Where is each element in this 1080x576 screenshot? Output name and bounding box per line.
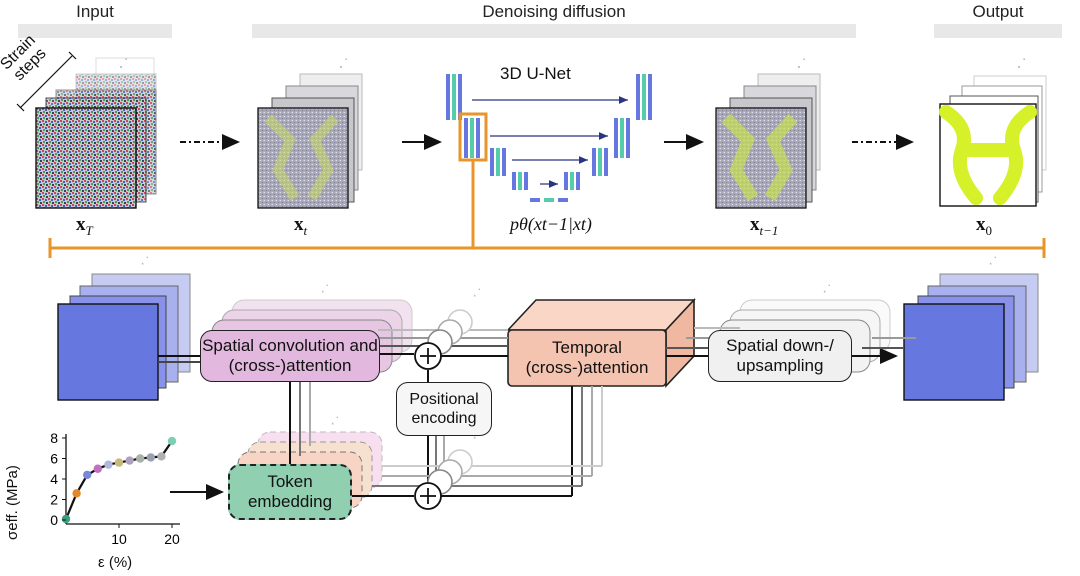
svg-text:·˙: ·˙ [472, 287, 483, 304]
chart-point [157, 452, 166, 461]
chart-point [72, 489, 81, 498]
positional-encoding-block: Positional encoding [396, 382, 492, 436]
label-x-t1-sub: t−1 [759, 222, 779, 238]
zoom-bracket [48, 160, 1046, 258]
plus-circles-top: ·˙ [414, 287, 483, 370]
chart-point [61, 514, 71, 524]
strain-steps-bracket [16, 51, 77, 112]
label-x-t-sub: t [303, 222, 308, 238]
chart-point [136, 454, 145, 463]
label-x-T: xT [76, 214, 93, 239]
y-tick-label: 2 [50, 492, 58, 508]
svg-text:·˙: ·˙ [822, 283, 833, 300]
svg-text:·˙: ·˙ [988, 255, 999, 272]
stress-strain-chart: 0 2 4 6 8 10 20 [50, 430, 180, 547]
svg-text:·˙: ·˙ [320, 283, 331, 300]
left-feature-stack: ·˙ [57, 255, 191, 401]
chart-point [146, 453, 155, 462]
label-x-T-symbol: x [76, 214, 86, 235]
svg-text:·˙: ·˙ [118, 56, 130, 76]
chart-point [114, 458, 124, 467]
chart-point [83, 470, 92, 480]
right-feature-stack: ·˙ [903, 255, 1039, 401]
label-x-t1-symbol: x [750, 214, 760, 235]
label-x-t: xt [294, 214, 307, 239]
output-header-bar [934, 24, 1062, 38]
xt-stack: ·˙ [257, 56, 363, 209]
svg-text:·˙: ·˙ [796, 56, 808, 76]
stress-strain-curve [64, 440, 173, 520]
label-x-t-symbol: x [294, 214, 304, 235]
y-tick-label: 6 [50, 451, 58, 467]
unet-diagram [446, 74, 652, 202]
spatial-conv-block: Spatial convolution and (cross-)attentio… [200, 330, 380, 382]
diffusion-header-bar [252, 24, 856, 38]
chart-point [125, 456, 134, 465]
flow-lines-vertical [289, 362, 603, 496]
chart-point [167, 436, 177, 446]
temporal-3d-box [506, 297, 696, 389]
svg-text:·˙: ·˙ [472, 429, 483, 446]
label-x-0: x0 [976, 214, 992, 239]
diffusion-header: Denoising diffusion [482, 2, 626, 21]
output-stack: ·˙ [939, 56, 1047, 207]
unet-title: 3D U-Net [500, 64, 571, 83]
spatial-down-block: Spatial down-/ upsampling [708, 330, 852, 382]
label-x-T-sub: T [85, 222, 93, 238]
unet-formula: pθ(xt−1|xt) [510, 214, 592, 234]
xt1-stack: ·˙ [715, 56, 821, 209]
input-stack: ·˙ [35, 56, 157, 209]
chart-point [104, 460, 113, 469]
svg-text:·˙: ·˙ [330, 415, 341, 432]
y-tick-label: 4 [50, 471, 58, 487]
label-x-0-symbol: x [976, 214, 986, 235]
chart-ylabel: σeff. (MPa) [4, 465, 21, 540]
temporal-block: Temporal (cross-)attention [525, 337, 649, 377]
label-x-0-sub: 0 [985, 222, 993, 238]
input-header: Input [76, 2, 114, 21]
svg-text:·˙: ·˙ [140, 255, 151, 272]
y-tick-label: 8 [50, 430, 58, 446]
x-tick-label: 20 [164, 531, 180, 547]
label-x-t1: xt−1 [750, 214, 778, 239]
svg-text:·˙: ·˙ [338, 56, 350, 76]
y-tick-label: 0 [50, 512, 58, 528]
chart-xlabel: ε (%) [98, 554, 133, 571]
chart-point [93, 464, 103, 473]
flow-lines-bottom [352, 465, 602, 497]
output-header: Output [972, 2, 1024, 21]
plus-circles-bottom: ·˙ [414, 429, 483, 510]
x-tick-label: 10 [111, 531, 127, 547]
input-header-bar [18, 24, 172, 38]
svg-text:·˙: ·˙ [1016, 56, 1028, 76]
token-embedding-block: Token embedding [228, 464, 352, 520]
